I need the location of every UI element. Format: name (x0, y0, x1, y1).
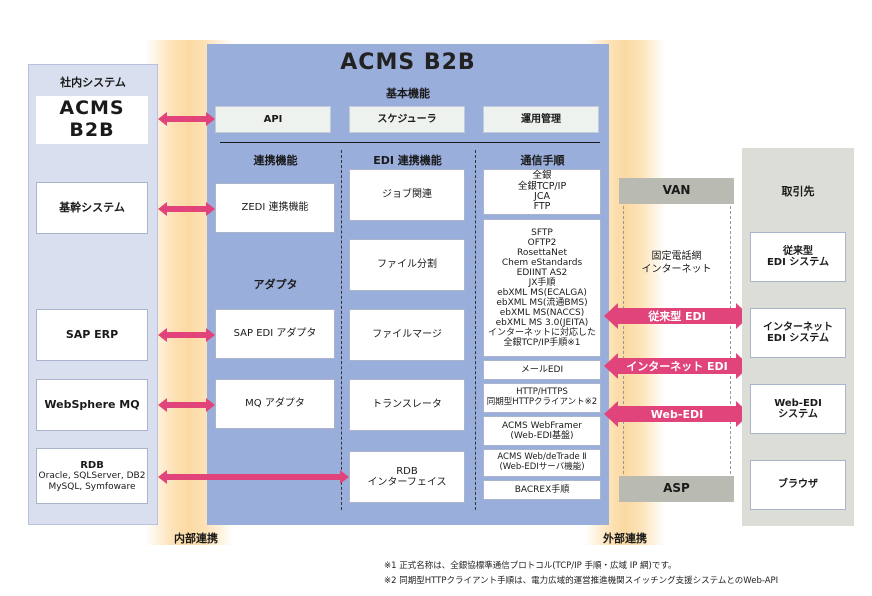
arrow-rdb (158, 470, 349, 484)
arrow-core-zedi (158, 202, 215, 216)
arrow-traditional-edi (604, 303, 750, 329)
network-label: 固定電話網 インターネット (641, 251, 712, 275)
core-system-box: 基幹システム (36, 182, 148, 234)
websphere-mq-box: WebSphere MQ (36, 379, 148, 431)
http-box: HTTP/HTTPS 同期型HTTPクライアント※2 (483, 383, 601, 413)
internal-systems-title: 社内システム (60, 76, 126, 89)
sap-erp-box: SAP ERP (36, 309, 148, 361)
file-merge-box: ファイルマージ (349, 309, 465, 361)
rdb-interface-box: RDB インターフェイス (349, 451, 465, 503)
arrow-logo-api (158, 112, 215, 126)
label-internet-edi: インターネット EDI (626, 360, 728, 373)
mail-edi-box: メールEDI (483, 360, 601, 380)
web-edi-system-box: Web-EDI システム (750, 384, 846, 434)
arrow-web-edi (604, 401, 750, 427)
bacrex-box: BACREX手順 (483, 480, 601, 500)
scheduler-box: スケジューラ (349, 106, 465, 133)
external-link-label: 外部連携 (603, 532, 647, 545)
zengin-box: 全銀 全銀TCP/IP JCA FTP (483, 169, 601, 215)
mq-adapter-box: MQ アダプタ (215, 379, 335, 429)
acms-b2b-logo: ACMS B2B (59, 97, 125, 141)
footnote-2: ※2 同期型HTTPクライアント手順は、電力広域的運営推進機関スイッチング支援シ… (384, 576, 779, 586)
protocols-list-box: SFTP OFTP2 RosettaNet Chem eStandards ED… (483, 219, 601, 357)
file-split-box: ファイル分割 (349, 239, 465, 291)
arrow-mq (158, 398, 215, 412)
network-dashed-right (730, 206, 731, 474)
trading-partner-title: 取引先 (781, 185, 815, 198)
arrow-sap (158, 328, 215, 342)
basic-functions-title: 基本機能 (386, 87, 430, 100)
rdb-products: Oracle, SQLServer, DB2 MySQL, Symfoware (38, 471, 146, 492)
zedi-box: ZEDI 連携機能 (215, 183, 335, 233)
rdb-box: RDB Oracle, SQLServer, DB2 MySQL, Symfow… (36, 448, 148, 504)
van-box: VAN (619, 178, 734, 204)
communication-protocols-title: 通信手順 (520, 154, 565, 167)
label-traditional-edi: 従来型 EDI (648, 310, 706, 323)
network-dashed-left (623, 206, 624, 474)
asp-box: ASP (619, 476, 734, 502)
internet-edi-system-box: インターネット EDI システム (750, 308, 846, 358)
webdetrade-box: ACMS Web/deTrade Ⅱ (Web-EDIサーバ機能) (483, 449, 601, 477)
left-acms-logo-box: ACMS B2B (36, 96, 148, 144)
main-logo: ACMS B2B (340, 50, 476, 75)
browser-box: ブラウザ (750, 460, 846, 510)
column-divider-1 (341, 150, 342, 510)
internal-link-label: 内部連携 (174, 532, 218, 545)
arrow-internet-edi (604, 353, 750, 379)
translator-box: トランスレータ (349, 379, 465, 431)
footnote-1: ※1 正式名称は、全銀協標準通信プロトコル(TCP/IP 手順・広域 IP 網)… (384, 561, 677, 571)
edi-integration-title: EDI 連携機能 (373, 154, 442, 167)
traditional-edi-system-box: 従来型 EDI システム (750, 232, 846, 282)
integration-functions-title: 連携機能 (253, 154, 298, 167)
section-divider (220, 142, 600, 143)
operations-box: 運用管理 (483, 106, 599, 133)
sap-edi-adapter-box: SAP EDI アダプタ (215, 309, 335, 359)
rdb-title: RDB (80, 459, 104, 471)
adapter-title: アダプタ (253, 278, 298, 291)
webframer-box: ACMS WebFramer (Web-EDI基盤) (483, 416, 601, 446)
job-box: ジョブ関連 (349, 169, 465, 221)
label-web-edi: Web-EDI (650, 407, 704, 421)
api-box: API (215, 106, 331, 133)
column-divider-2 (475, 150, 476, 510)
